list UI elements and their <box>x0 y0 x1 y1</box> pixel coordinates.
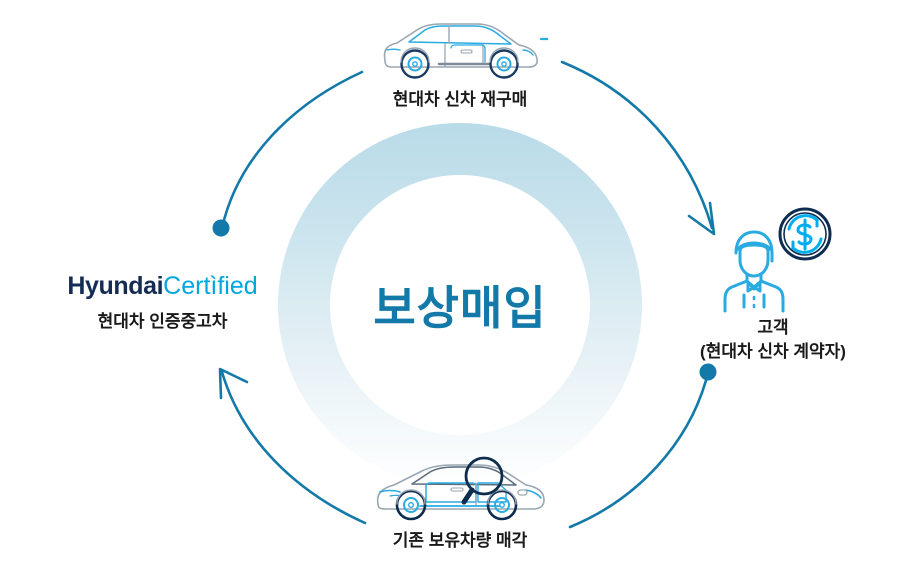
logo-certified-text: Certìfied <box>163 272 258 300</box>
node-left-label: 현대차 인증중고차 <box>97 312 228 331</box>
node-right-label-line2: (현대차 신차 계약자) <box>700 342 846 362</box>
hyundai-certified-logo: HyundaiCertìfied <box>20 272 305 301</box>
arrowhead-left <box>218 367 249 400</box>
arrowhead-right <box>687 201 716 236</box>
connector-top-to-right <box>560 60 716 236</box>
node-right-label-line1: 고객 <box>757 318 789 337</box>
connector-dot-right <box>699 363 717 381</box>
center-label: 보상매입 <box>373 282 547 334</box>
suv-car-icon <box>330 10 590 80</box>
dollar-coin-icon <box>778 207 832 261</box>
center-ring: 보상매입 <box>278 123 642 487</box>
connector-right-to-bottom <box>568 363 717 529</box>
customer-person-icon <box>723 230 785 313</box>
connector-dot-left <box>212 219 230 237</box>
sedan-car-magnifier-icon <box>330 452 590 524</box>
logo-hyundai-text: Hyundai <box>67 272 164 300</box>
node-top-label: 현대차 신차 재구매 <box>392 90 528 109</box>
node-top: 현대차 신차 재구매 <box>330 10 590 111</box>
ring-inner-disc <box>330 175 590 435</box>
node-bottom: 기존 보유차량 매각 <box>330 452 590 552</box>
connector-bottom-to-left <box>218 367 367 525</box>
connector-left-to-top <box>212 70 364 237</box>
node-left: HyundaiCertìfied 현대차 인증중고차 <box>20 272 305 333</box>
node-bottom-label: 기존 보유차량 매각 <box>392 531 528 550</box>
node-right: 고객 (현대차 신차 계약자) <box>648 205 898 364</box>
